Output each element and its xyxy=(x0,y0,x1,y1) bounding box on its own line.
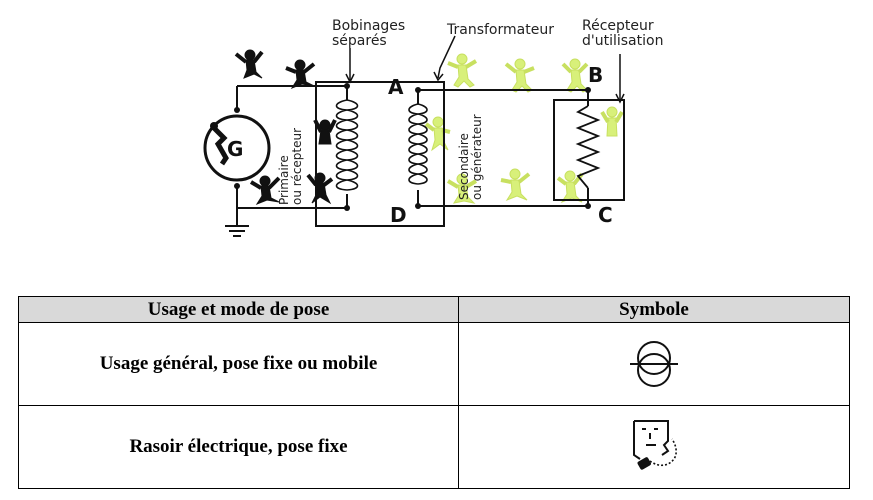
ground-icon xyxy=(225,225,249,237)
label-recepteur-line1: Récepteur xyxy=(582,18,654,34)
header-symbole: Symbole xyxy=(458,296,850,323)
table-row: Usage général, pose fixe ou mobile xyxy=(18,322,850,406)
table-header-row: Usage et mode de pose Symbole xyxy=(18,296,850,323)
label-primaire-line2: ou récepteur xyxy=(290,128,304,205)
label-bobinages-line2: séparés xyxy=(332,33,387,49)
symbol-cell xyxy=(458,322,850,406)
label-recepteur-line2: d'utilisation xyxy=(582,33,663,49)
point-b-label: B xyxy=(588,63,603,87)
symbol-cell xyxy=(458,405,850,489)
usage-cell: Rasoir électrique, pose fixe xyxy=(18,405,459,489)
generator-symbol: G xyxy=(203,114,271,182)
label-bobinages-line1: Bobinages xyxy=(332,18,405,34)
label-arrows xyxy=(345,35,625,104)
transformer-symbol-icon xyxy=(630,341,678,387)
label-secondaire-line2: ou générateur xyxy=(470,114,484,200)
point-c-label: C xyxy=(598,203,613,227)
junction-dots xyxy=(234,83,591,211)
primary-coil xyxy=(335,99,359,191)
table-row: Rasoir électrique, pose fixe xyxy=(18,405,850,489)
label-secondaire-line1: Secondaire xyxy=(457,133,471,200)
point-d-label: D xyxy=(390,203,407,227)
symbols-table: Usage et mode de pose Symbole Usage géné… xyxy=(18,296,850,489)
circuit-wiring xyxy=(236,81,625,227)
generator-label: G xyxy=(227,137,243,161)
load-resistor xyxy=(575,105,601,189)
point-a-label: A xyxy=(388,75,404,99)
isolation-transformer-diagram: G Bobinages séparés Transformateur Récep… xyxy=(203,18,663,237)
label-transformateur: Transformateur xyxy=(446,22,554,38)
razor-symbol-icon xyxy=(633,420,677,470)
usage-cell: Usage général, pose fixe ou mobile xyxy=(18,322,459,406)
label-primaire-line1: Primaire xyxy=(277,155,291,205)
secondary-coil xyxy=(408,103,428,185)
header-usage: Usage et mode de pose xyxy=(18,296,459,323)
